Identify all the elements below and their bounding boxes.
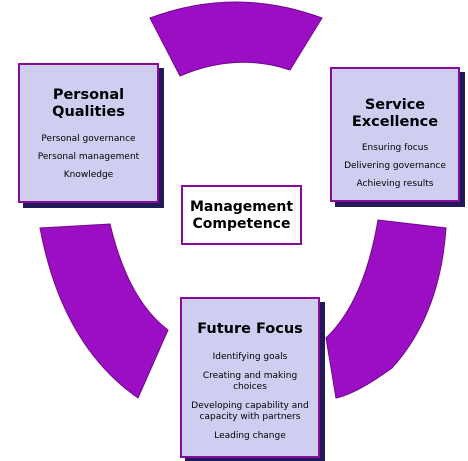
list-item: Achieving results <box>356 179 434 189</box>
personal-qualities-title: Personal Qualities <box>20 87 157 121</box>
list-item: Creating and making choices <box>202 371 298 392</box>
management-competence-title: Management Competence <box>183 199 300 233</box>
service-excellence-box: Service Excellence Ensuring focus Delive… <box>330 67 460 202</box>
ring-segment-right <box>325 219 447 399</box>
ring-segment-left <box>39 223 169 399</box>
future-focus-box: Future Focus Identifying goals Creating … <box>180 297 320 458</box>
management-competence-line2: Competence <box>192 216 291 232</box>
list-item: Knowledge <box>63 170 114 180</box>
list-item: Personal governance <box>41 134 136 144</box>
personal-qualities-list: Personal governance Personal management … <box>20 134 157 181</box>
list-item: Ensuring focus <box>361 143 429 153</box>
list-item: Leading change <box>214 431 286 441</box>
list-item: Delivering governance <box>344 161 446 171</box>
management-competence-box: Management Competence <box>181 185 302 245</box>
list-item: Identifying goals <box>212 352 288 362</box>
future-focus-list: Identifying goals Creating and making ch… <box>182 352 318 442</box>
service-excellence-title: Service Excellence <box>332 97 458 131</box>
list-item: Personal management <box>37 152 140 162</box>
ring-segment-top <box>149 1 323 77</box>
personal-qualities-box: Personal Qualities Personal governance P… <box>18 63 159 203</box>
personal-qualities-title-line1: Personal <box>52 87 125 103</box>
future-focus-title: Future Focus <box>197 321 303 337</box>
service-excellence-title-line1: Service <box>364 97 426 113</box>
personal-qualities-title-line2: Qualities <box>52 104 125 120</box>
service-excellence-title-line2: Excellence <box>351 114 439 130</box>
list-item: Developing capability and capacity with … <box>191 401 309 422</box>
service-excellence-list: Ensuring focus Delivering governance Ach… <box>332 143 458 190</box>
management-competence-line1: Management <box>189 199 294 215</box>
